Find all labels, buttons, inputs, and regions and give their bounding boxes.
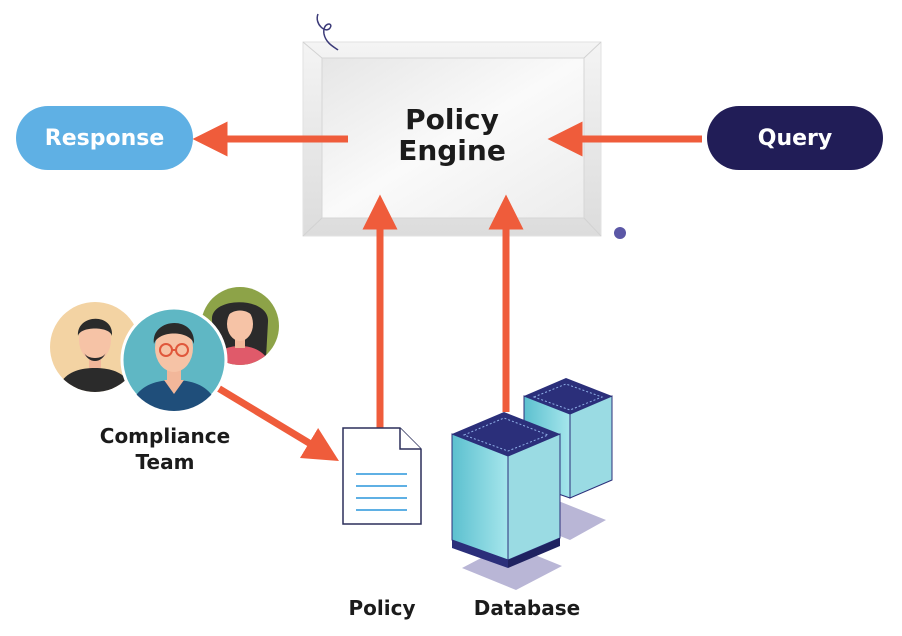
arrow-team-to-policy [216, 385, 339, 462]
compliance-team-line2: Team [135, 450, 195, 474]
person-glasses-icon [120, 306, 228, 414]
compliance-team-line1: Compliance [99, 424, 231, 448]
engine-title-line2: Engine [398, 134, 506, 167]
policy-engine-title: Policy Engine [330, 104, 574, 166]
database-label: Database [473, 596, 581, 620]
document-icon [342, 427, 422, 525]
response-node: Response [16, 106, 193, 170]
compliance-team-label: Compliance Team [90, 423, 240, 475]
server-rack-icon [451, 378, 613, 590]
engine-title-line1: Policy [405, 103, 499, 136]
person-beard-icon [50, 302, 140, 392]
dot-decoration [614, 227, 626, 239]
query-node: Query [707, 106, 883, 170]
policy-label: Policy [348, 596, 416, 620]
squiggle-decoration [316, 13, 339, 51]
